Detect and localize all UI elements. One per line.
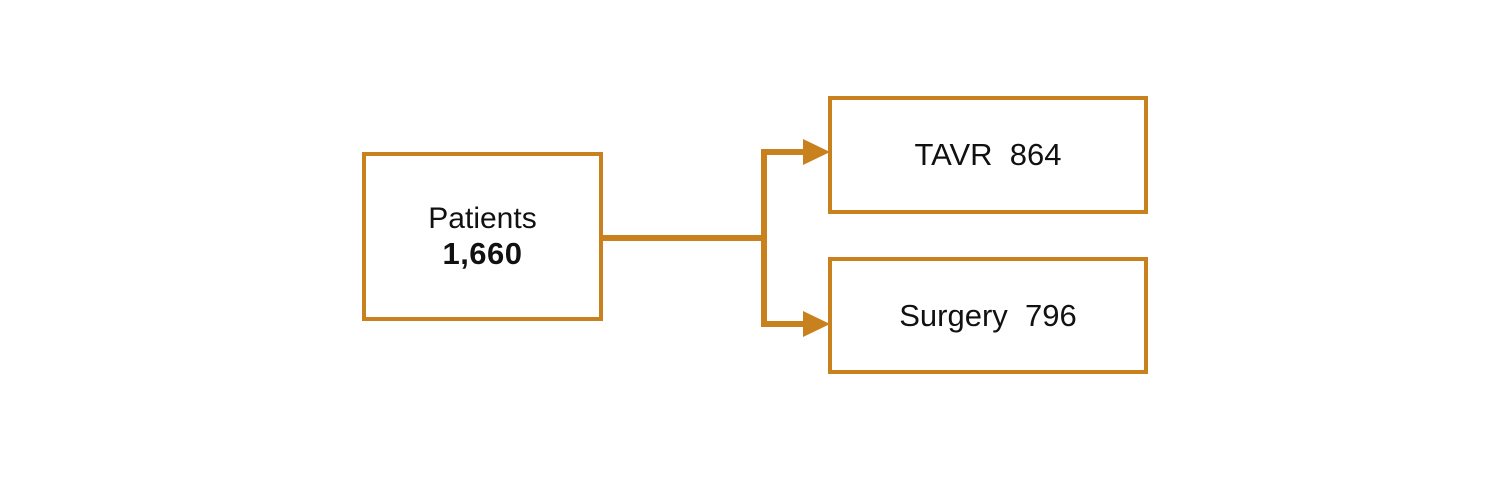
connector-branch-tavr bbox=[761, 149, 807, 155]
node-tavr[interactable]: TAVR 864 bbox=[828, 96, 1148, 214]
node-surgery[interactable]: Surgery 796 bbox=[828, 257, 1148, 374]
connector-splitter bbox=[761, 149, 767, 327]
arrowhead-to-tavr-icon bbox=[803, 139, 830, 165]
node-patients-title: Patients bbox=[428, 202, 537, 236]
arrowhead-to-surgery-icon bbox=[803, 311, 830, 337]
node-tavr-label: TAVR 864 bbox=[914, 137, 1062, 173]
node-surgery-label: Surgery 796 bbox=[899, 297, 1077, 333]
node-patients[interactable]: Patients 1,660 bbox=[362, 152, 603, 321]
connector-trunk bbox=[601, 235, 767, 241]
node-patients-count: 1,660 bbox=[442, 235, 523, 271]
connector-branch-surgery bbox=[761, 321, 807, 327]
